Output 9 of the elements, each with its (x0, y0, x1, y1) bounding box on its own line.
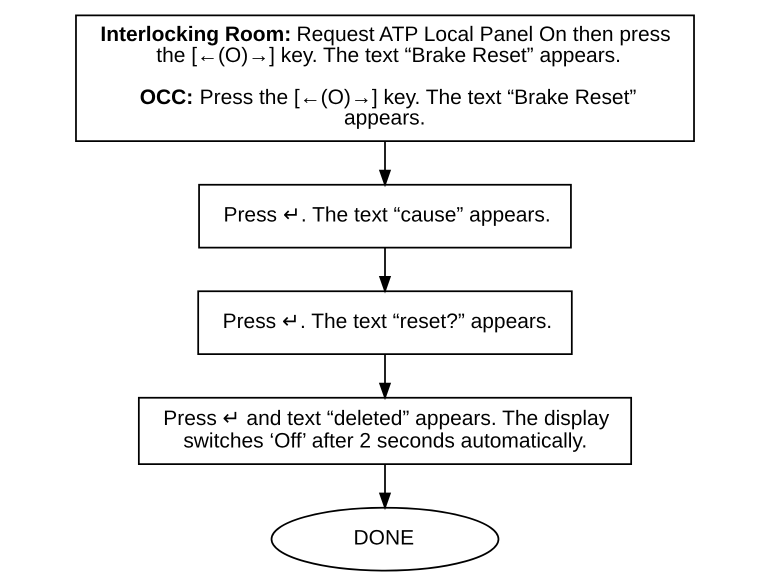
node-box: Press ↵. The text “cause” appears. (198, 184, 572, 248)
arrow (378, 464, 392, 510)
arrow (378, 248, 392, 294)
node-ellipse: DONE (270, 506, 500, 572)
arrow (378, 142, 392, 188)
node-box: Interlocking Room: Request ATP Local Panel On then press the [←(O)→] key. The text “Brake Reset” appears. OCC: Press the [←(O)→] key. The text “Brake Reset” appears. (75, 14, 695, 142)
arrow (378, 354, 392, 400)
node-box: Press ↵. The text “reset?” appears. (197, 290, 573, 355)
node-box: Press ↵ and text “deleted” appears. The display switches ‘Off’ after 2 seconds automatically. (138, 396, 632, 465)
